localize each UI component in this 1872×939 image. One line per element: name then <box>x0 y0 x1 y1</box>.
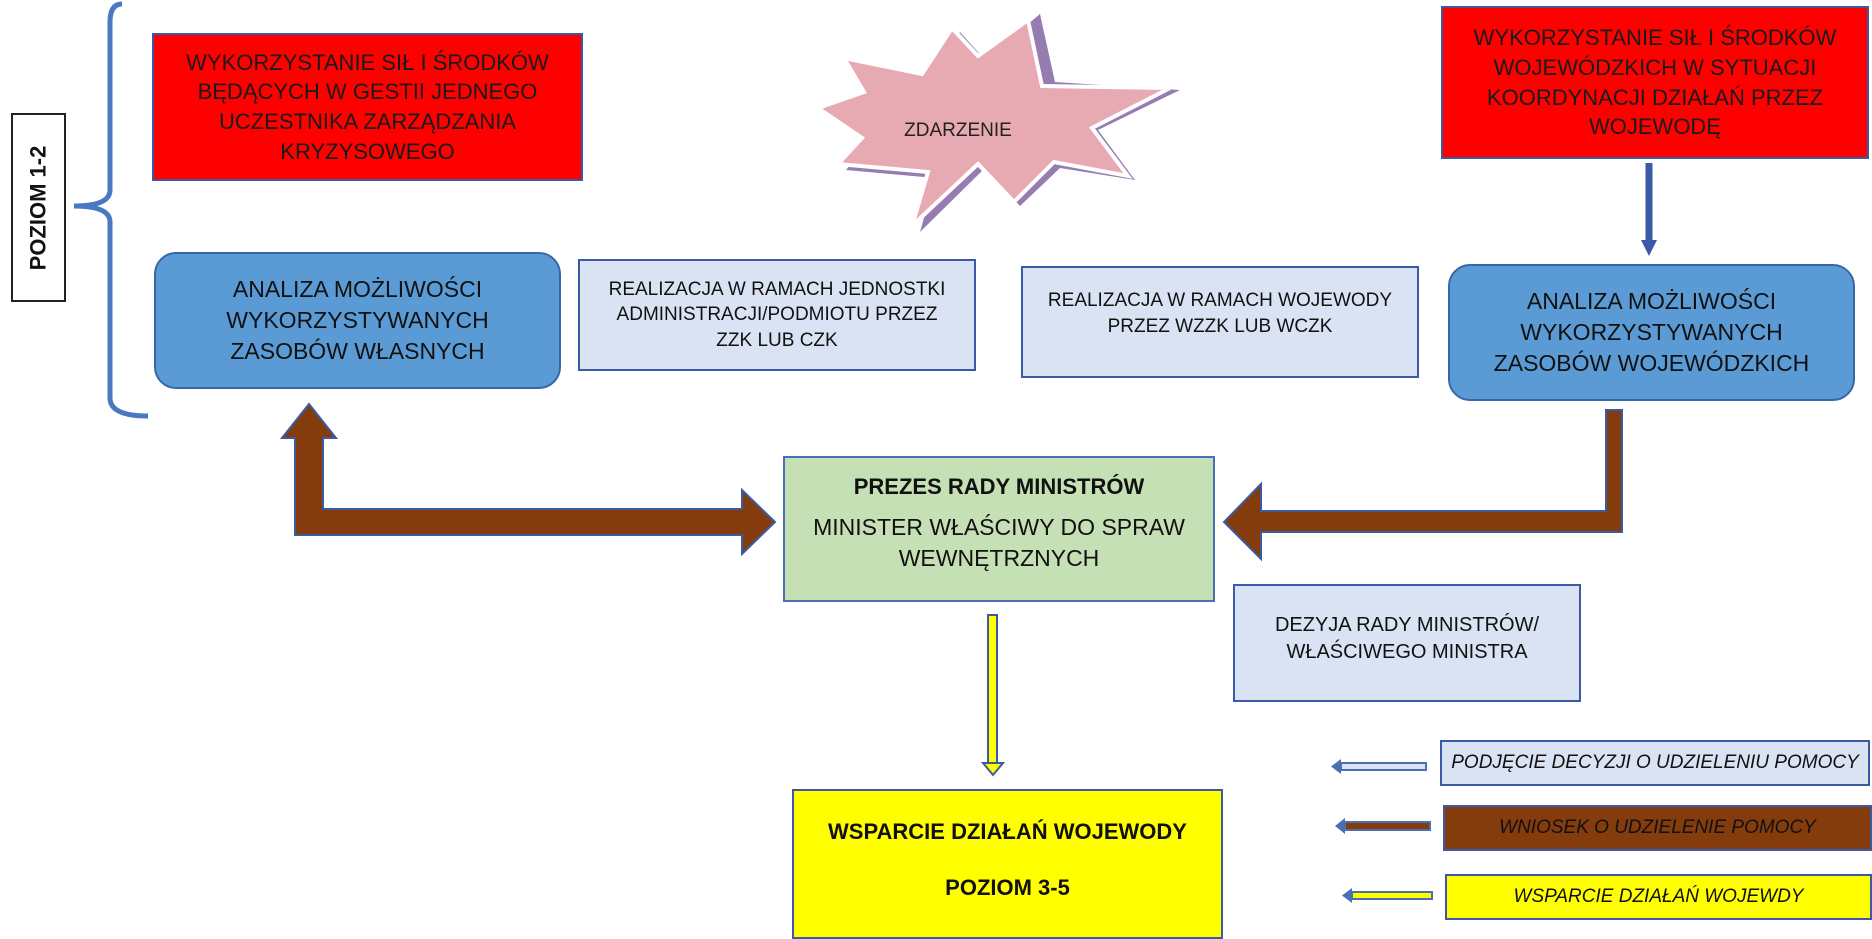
level-label: POZIOM 1-2 <box>25 145 51 270</box>
legend-arrow-request <box>1335 818 1431 834</box>
arrow-red-to-analysis-right <box>1641 163 1657 256</box>
analysis-own-resources-box: ANALIZA MOŻLIWOŚCI WYKORZYSTYWANYCH ZASO… <box>154 252 561 389</box>
analysis-line: ANALIZA MOŻLIWOŚCI <box>232 275 483 302</box>
red-box-line: WOJEWÓDZKICH W SYTUACJI <box>1493 54 1817 80</box>
realization-line: ADMINISTRACJI/PODMIOTU PRZEZ <box>616 304 938 326</box>
legend-decision: PODJĘCIE DECYZJI O UDZIELENIU POMOCY <box>1440 740 1870 786</box>
legend-request: WNIOSEK O UDZIELENIE POMOCY <box>1443 805 1872 851</box>
voivode-support-box: WSPARCIE DZIAŁAŃ WOJEWODY POZIOM 3-5 <box>792 789 1223 939</box>
realization-voivode-box: REALIZACJA W RAMACH WOJEWODY PRZEZ WZZK … <box>1021 266 1419 378</box>
legend-arrow-decision <box>1331 759 1427 774</box>
legend-decision-label: PODJĘCIE DECYZJI O UDZIELENIU POMOCY <box>1451 752 1859 774</box>
brown-double-arrow-left <box>279 402 777 557</box>
own-resources-red-box: WYKORZYSTANIE SIŁ I ŚRODKÓW BĘDĄCYCH W G… <box>152 33 583 181</box>
realization-line: REALIZACJA W RAMACH JEDNOSTKI <box>608 278 946 300</box>
prime-minister-box: PREZES RADY MINISTRÓW MINISTER WŁAŚCIWY … <box>783 456 1215 602</box>
analysis-voivode-resources-box: ANALIZA MOŻLIWOŚCI WYKORZYSTYWANYCH ZASO… <box>1448 264 1855 401</box>
realization-line: REALIZACJA W RAMACH WOJEWODY <box>1047 290 1393 311</box>
center-subtitle-line: MINISTER WŁAŚCIWY DO SPRAW <box>813 513 1185 540</box>
voivode-resources-red-box: WYKORZYSTANIE SIŁ I ŚRODKÓW WOJEWÓDZKICH… <box>1441 6 1869 159</box>
red-box-line: KOORDYNACJI DZIAŁAŃ PRZEZ <box>1486 84 1824 110</box>
red-box-line: BĘDĄCYCH W GESTII JEDNEGO <box>197 79 538 105</box>
brown-arrow-right <box>1222 409 1623 562</box>
legend-request-label: WNIOSEK O UDZIELENIE POMOCY <box>1499 817 1816 839</box>
analysis-line: WYKORZYSTYWANYCH <box>226 306 489 333</box>
analysis-line: ANALIZA MOŻLIWOŚCI <box>1526 287 1777 314</box>
level-brace <box>73 1 149 419</box>
yellow-arrow-down <box>980 614 1006 777</box>
event-label: ZDARZENIE <box>904 120 1012 141</box>
red-box-line: UCZESTNIKA ZARZĄDZANIA <box>218 109 517 134</box>
red-box-line: WYKORZYSTANIE SIŁ I ŚRODKÓW <box>1473 25 1837 51</box>
decision-line: WŁAŚCIWEGO MINISTRA <box>1286 641 1528 663</box>
red-box-line: WOJEWODĘ <box>1589 114 1721 140</box>
center-title: PREZES RADY MINISTRÓW <box>853 474 1145 499</box>
decision-box: DEZYJA RADY MINISTRÓW/ WŁAŚCIWEGO MINIST… <box>1233 584 1581 702</box>
realization-line: ZZK LUB CZK <box>716 329 838 351</box>
red-box-line: KRYZYSOWEGO <box>280 138 455 164</box>
realization-line: PRZEZ WZZK LUB WCZK <box>1107 315 1333 337</box>
legend-support-label: WSPARCIE DZIAŁAŃ WOJEWDY <box>1513 886 1804 908</box>
support-title: WSPARCIE DZIAŁAŃ WOJEWODY <box>828 819 1187 844</box>
legend-support: WSPARCIE DZIAŁAŃ WOJEWDY <box>1445 874 1872 920</box>
level-label-box: POZIOM 1-2 <box>11 113 66 302</box>
center-subtitle-line: WEWNĘTRZNYCH <box>898 544 1100 571</box>
decision-line: DEZYJA RADY MINISTRÓW/ <box>1274 614 1540 636</box>
legend-arrow-support <box>1342 888 1433 903</box>
analysis-line: ZASOBÓW WOJEWÓDZKICH <box>1493 350 1810 377</box>
analysis-line: ZASOBÓW WŁASNYCH <box>230 338 485 365</box>
starburst-shape <box>813 16 1171 233</box>
support-level: POZIOM 3-5 <box>945 874 1070 900</box>
red-box-line: WYKORZYSTANIE SIŁ I ŚRODKÓW <box>186 49 549 75</box>
analysis-line: WYKORZYSTYWANYCH <box>1520 318 1783 345</box>
realization-unit-box: REALIZACJA W RAMACH JEDNOSTKI ADMINISTRA… <box>578 259 976 371</box>
